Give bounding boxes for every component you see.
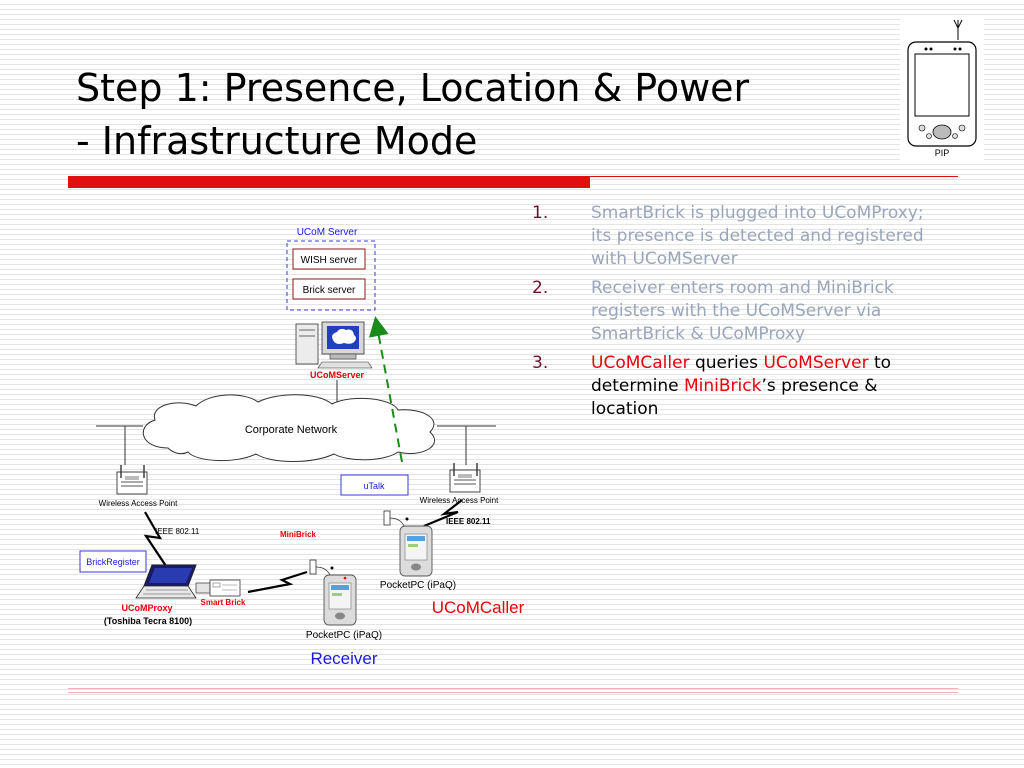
brick-server-box — [292, 278, 366, 300]
query-dashed-arrow — [368, 316, 403, 463]
pda-caller-icon — [399, 525, 433, 577]
ucomproxy-label: UCoMProxy — [121, 603, 172, 613]
ucomserver-label: UCoMServer — [310, 370, 365, 380]
steps-list: 1. SmartBrick is plugged into UCoMProxy;… — [528, 202, 938, 427]
pip-label: PIP — [934, 148, 950, 158]
pip-device-image: PIP — [900, 18, 984, 160]
step-1: 1. SmartBrick is plugged into UCoMProxy;… — [528, 202, 938, 271]
smart-brick-label: Smart Brick — [201, 598, 246, 607]
corporate-network-label: Corporate Network — [245, 424, 338, 436]
title-line-2: - Infrastructure Mode — [76, 119, 478, 163]
utalk-box — [340, 474, 409, 496]
step-3-presence-location: ’s presence & location — [591, 376, 878, 419]
server-computer-icon — [295, 321, 373, 369]
wireless-link-bottom-icon — [247, 570, 308, 594]
ieee-right-label: IEEE 802.11 — [446, 517, 491, 526]
step-2: 2. Receiver enters room and MiniBrick re… — [528, 277, 938, 346]
toshiba-label: (Toshiba Tecra 8100) — [104, 616, 192, 626]
step-2-text: Receiver enters room and MiniBrick regis… — [591, 278, 894, 344]
caller-antenna-icon — [383, 510, 409, 527]
network-diagram: UCoM Server WISH server Brick server UCo… — [79, 227, 525, 668]
ucomcaller-label: UCoMCaller — [432, 598, 525, 617]
access-point-right-icon — [449, 463, 481, 493]
wish-server-box — [292, 248, 366, 270]
step-2-number: 2. — [532, 278, 549, 298]
ucom-server-group-label: UCoM Server — [297, 227, 358, 238]
laptop-icon — [135, 564, 197, 599]
step-3-minibrick: MiniBrick — [684, 376, 762, 396]
bottom-divider — [68, 688, 958, 693]
wap-right-label: Wireless Access Point — [420, 496, 499, 505]
step-1-number: 1. — [532, 203, 549, 223]
title-underline-bar — [68, 176, 958, 188]
receiver-label: Receiver — [310, 649, 377, 668]
slide-title: Step 1: Presence, Location & Power - Inf… — [76, 62, 876, 168]
access-point-left-icon — [116, 465, 148, 495]
minibrick-label: MiniBrick — [280, 530, 317, 539]
step-1-text: SmartBrick is plugged into UCoMProxy; it… — [591, 203, 924, 269]
step-3-text: UCoMCaller queries UCoMServer to determi… — [591, 353, 891, 419]
step-3-number: 3. — [532, 353, 549, 373]
brickregister-label: BrickRegister — [86, 557, 140, 567]
wish-server-label: WISH server — [301, 255, 358, 266]
wireless-link-left-icon — [143, 511, 167, 567]
pocketpc-receiver-label: PocketPC (iPaQ) — [306, 630, 382, 641]
pocketpc-caller-label: PocketPC (iPaQ) — [380, 580, 456, 591]
step-3-to-determine: to determine — [591, 353, 892, 396]
minibrick-icon — [309, 559, 334, 576]
pda-receiver-icon — [323, 574, 357, 626]
utalk-label: uTalk — [363, 481, 385, 491]
wap-left-label: Wireless Access Point — [99, 499, 178, 508]
brickregister-box — [79, 550, 147, 573]
step-3-ucomserver: UCoMServer — [763, 353, 869, 373]
step-3-queries: queries — [689, 353, 764, 373]
ucom-server-group-box — [286, 240, 376, 311]
smart-brick-icon — [195, 579, 241, 597]
corporate-network-cloud — [142, 394, 436, 462]
brick-server-label: Brick server — [303, 285, 356, 296]
title-line-1: Step 1: Presence, Location & Power — [76, 66, 750, 110]
wireless-link-right-icon — [423, 499, 463, 528]
step-3-ucomcaller: UCoMCaller — [591, 353, 690, 373]
step-3: 3. UCoMCaller queries UCoMServer to dete… — [528, 352, 938, 421]
ieee-left-label: IEEE 802.11 — [155, 527, 200, 536]
